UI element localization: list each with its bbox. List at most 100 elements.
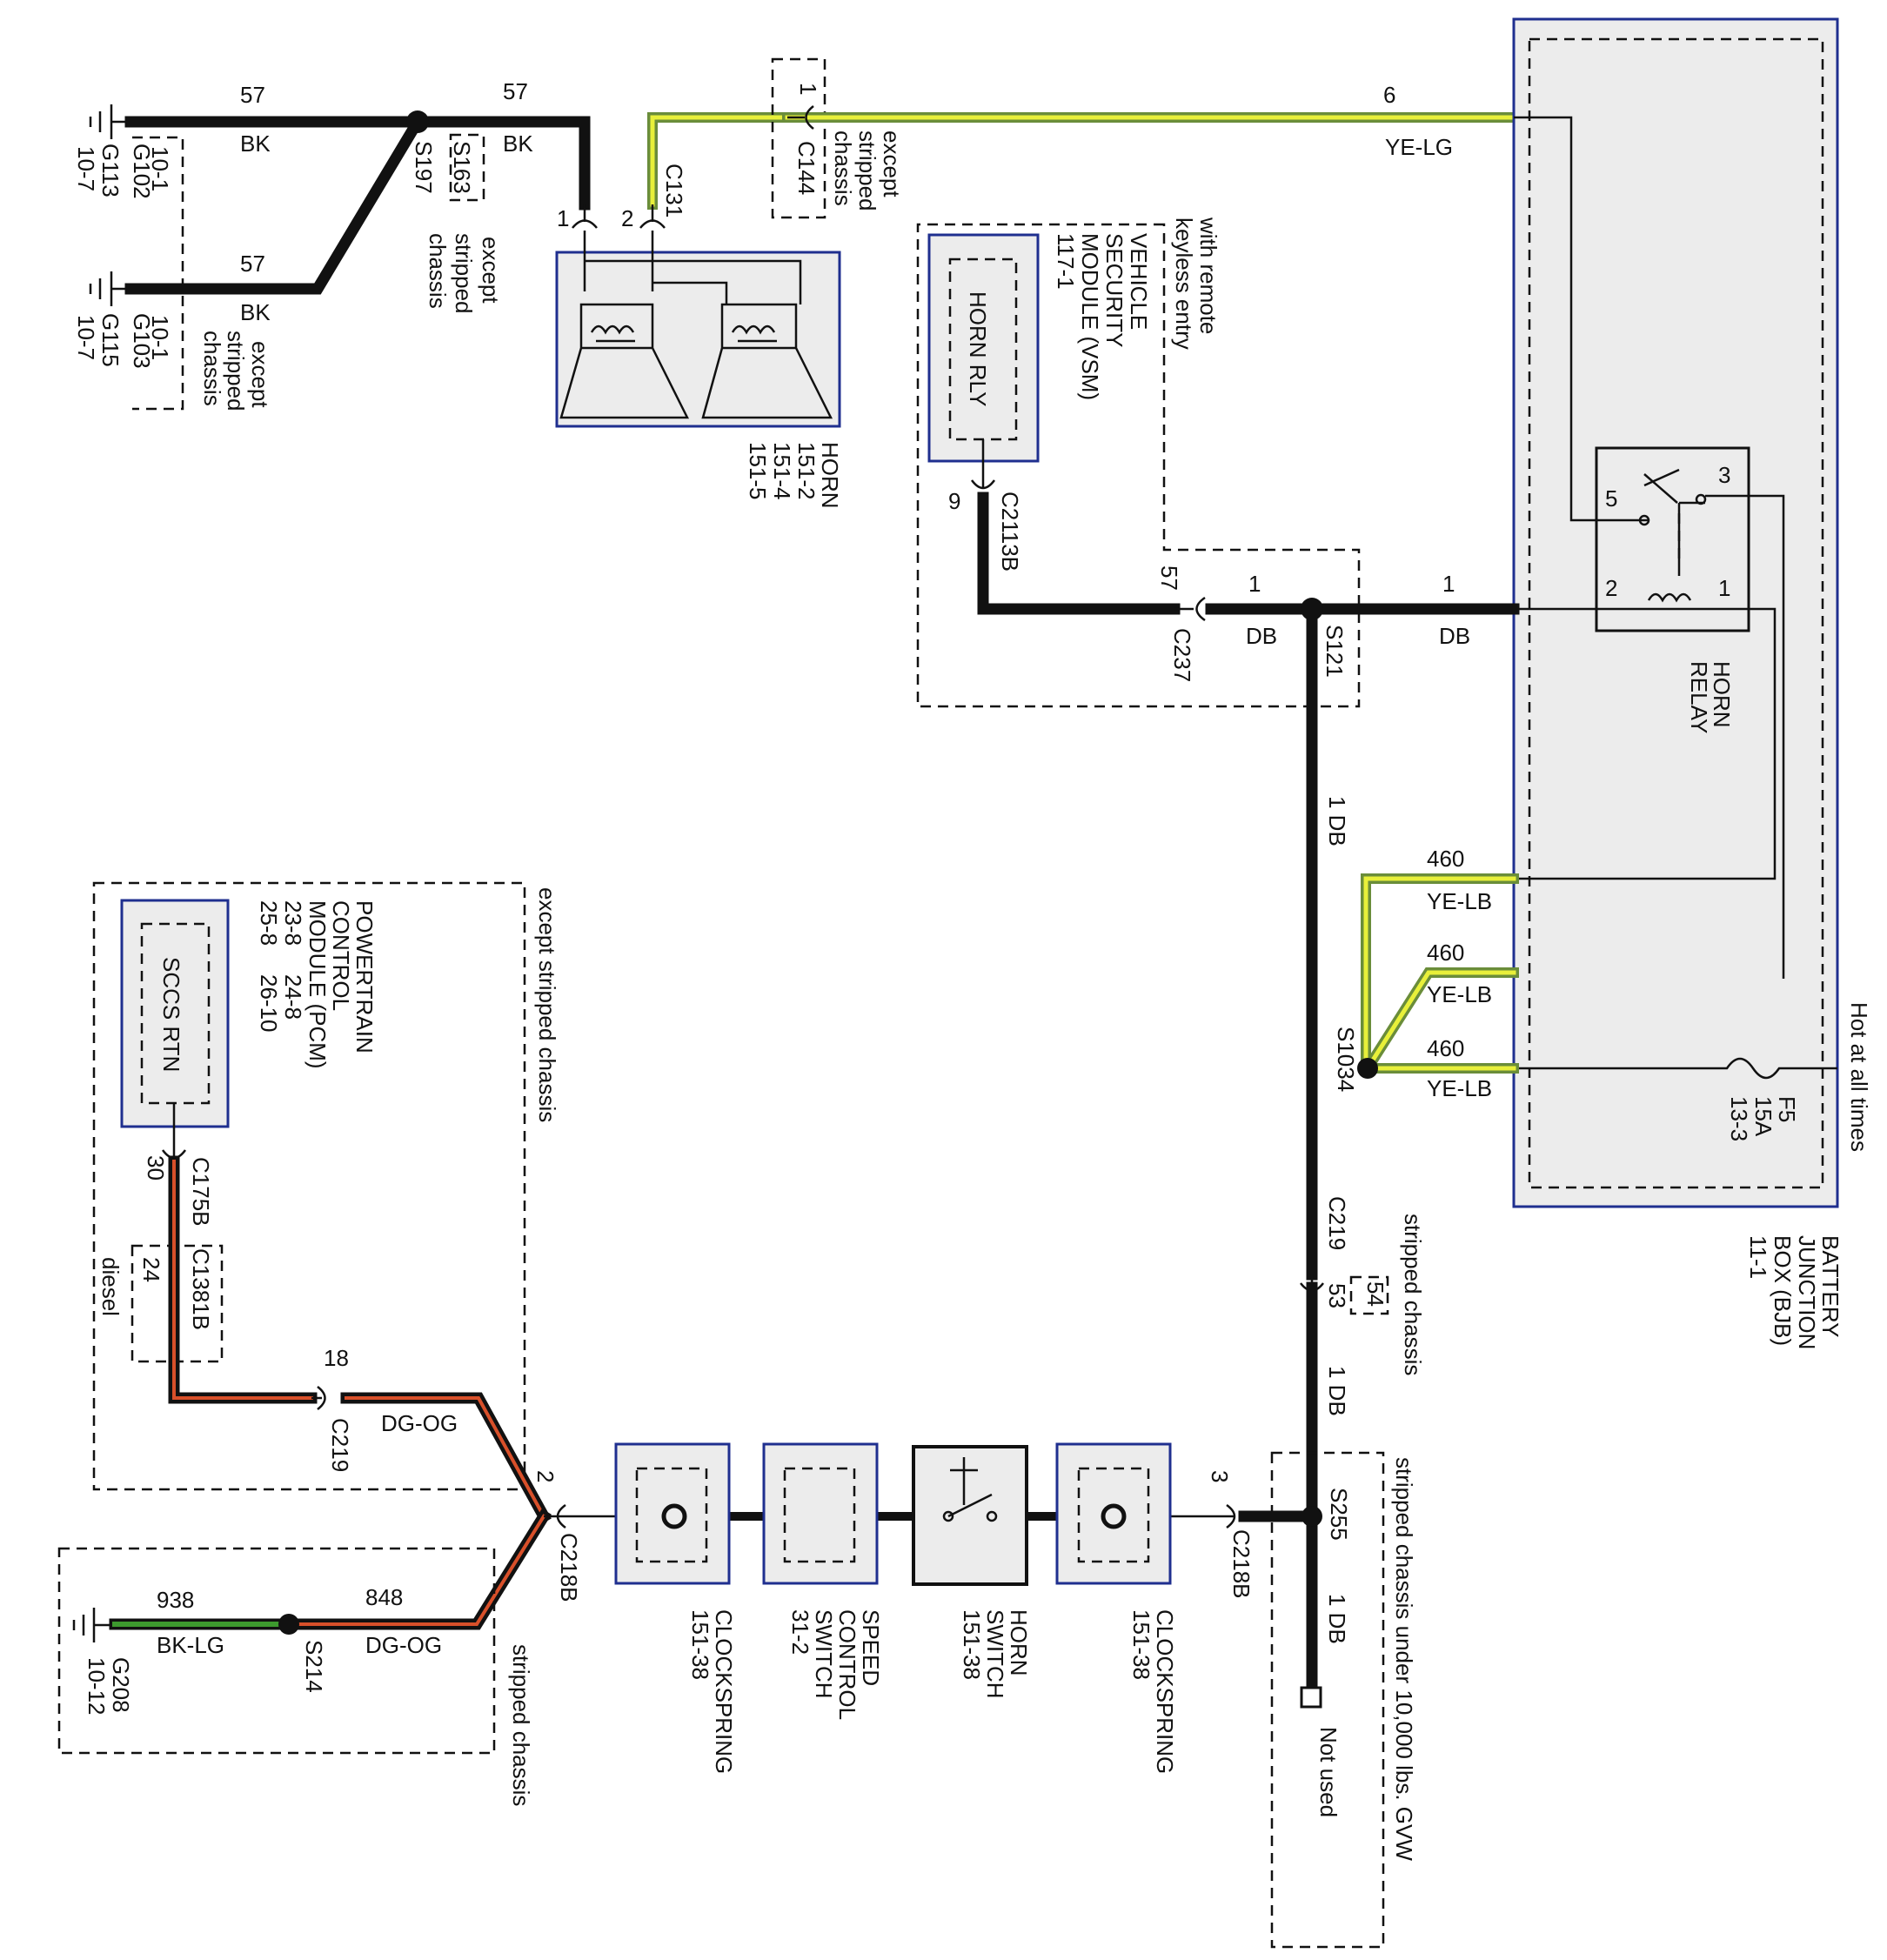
splice-s197-note-2: stripped: [451, 233, 477, 314]
speed-control-switch-inner: [783, 1467, 856, 1563]
bjb-name-1: BATTERY: [1817, 1235, 1844, 1338]
vsm-inner-label: HORN RLY: [965, 291, 991, 406]
connector-c131-pin1-label: 1: [557, 205, 569, 231]
clockspring-right-inner: [1077, 1467, 1150, 1563]
horn-relay-pin5: 5: [1605, 485, 1617, 512]
splice-s197-note-3: chassis: [425, 233, 451, 309]
connector-c131-pin2-label: 2: [621, 205, 633, 231]
vsm-name-3: MODULE (VSM): [1077, 233, 1103, 400]
connector-c237-pin: [1174, 596, 1206, 622]
connector-c237-id: C237: [1169, 628, 1195, 682]
horn-ref-3: 151-5: [745, 442, 771, 500]
wire-57-a-circuit: 57: [240, 82, 265, 108]
connector-c219-right-pin-label: 53: [1324, 1283, 1350, 1308]
speed-control-switch-name-3: SWITCH: [811, 1609, 837, 1699]
connector-c1381b-note: diesel: [97, 1257, 124, 1316]
horn-ref-1: 151-2: [793, 442, 820, 500]
wire-938-color: BK-LG: [157, 1632, 224, 1658]
connector-c144-pin-label: 1: [795, 83, 821, 95]
wire-57-b-circuit: 57: [240, 251, 265, 277]
wire-6-horn-lead-stripe: [650, 115, 790, 207]
ground-g208-page: 10-12: [84, 1657, 110, 1716]
ground-g113-page: 10-7: [73, 146, 99, 191]
horn-relay-internal: [1514, 116, 1785, 979]
horn-relay-pin2: 2: [1605, 575, 1617, 601]
alt-ground-box: [132, 136, 184, 411]
wire-938-circuit: 938: [157, 1587, 194, 1613]
vsm-pin-9-connector: [970, 439, 996, 490]
pcm-inner-box: [140, 922, 211, 1105]
connector-c218b-left-pin: [544, 1503, 566, 1529]
pcm-name-1: POWERTRAIN: [351, 900, 378, 1054]
wire-dg-og-a-color: DG-OG: [381, 1410, 458, 1436]
connector-c219-left-id: C219: [327, 1418, 353, 1472]
connector-c1381b-box: [130, 1244, 224, 1363]
horn-switch-name-2: SWITCH: [982, 1609, 1008, 1699]
vsm-ref: 117-1: [1053, 233, 1079, 290]
connector-c237-pin-label: 57: [1156, 565, 1182, 591]
pcm-ref-a2: 24-8: [280, 974, 306, 1020]
wire-1-vert-b-label: 1 DB: [1324, 1366, 1350, 1416]
splice-s197-note-1: except: [478, 237, 504, 304]
horn-coil-right: [731, 324, 777, 343]
connector-c144-note-1: except: [879, 130, 905, 197]
fuse-f5: [1366, 1057, 1837, 1080]
bjb-name-2: JUNCTION: [1794, 1235, 1820, 1349]
wire-57-b-color: BK: [240, 299, 271, 325]
splice-s197-alt-id: S163: [449, 141, 475, 194]
horn-switch-name-1: HORN: [1006, 1609, 1032, 1676]
speed-control-switch-box: [762, 1442, 879, 1585]
connector-c219-left-pin: [311, 1386, 326, 1410]
clockspring-left-name: CLOCKSPRING: [711, 1609, 737, 1774]
wire-dg-og-pcm-stripe: [172, 1160, 313, 1400]
wire-57-c-color: BK: [503, 130, 533, 157]
splice-s1034-dot: [1357, 1058, 1378, 1079]
wire-1-b-color: DB: [1439, 623, 1470, 649]
vsm-qual-2: keyless entry: [1171, 217, 1197, 350]
s255-dashed-region: [1270, 1451, 1385, 1949]
wire-460-a-color: YE-LB: [1427, 888, 1492, 914]
clockspring-left-inner: [635, 1467, 708, 1563]
wire-460-c-circuit: 460: [1427, 1035, 1464, 1061]
ground-g115-alt-id: G103: [129, 313, 155, 369]
horn-switch-ref: 151-38: [959, 1609, 985, 1680]
wire-57-b: [124, 114, 425, 295]
ground-g115-note-1: except: [247, 341, 273, 408]
splice-s121-id: S121: [1322, 625, 1348, 678]
connector-c219-right-alt-pin: 54: [1362, 1281, 1388, 1307]
vsm-name-1: VEHICLE: [1126, 233, 1152, 330]
wire-460-c-color: YE-LB: [1427, 1075, 1492, 1101]
ground-g115-id: G115: [97, 313, 124, 367]
wire-6-circuit: 6: [1383, 82, 1395, 108]
speed-control-switch-ref: 31-2: [787, 1609, 813, 1655]
wire-460-a-stripe: [1363, 876, 1516, 1071]
wire-1-b-circuit: 1: [1442, 571, 1455, 597]
ground-g113-alt-page: 10-1: [147, 146, 173, 191]
horn-switch-symbol: [947, 1457, 993, 1518]
horn-body-right: [701, 303, 833, 419]
horn-relay-name-1: HORN: [1709, 661, 1735, 728]
wire-57-c-circuit: 57: [503, 78, 528, 104]
wire-1-vsm: [977, 492, 1181, 615]
vsm-name-2: SECURITY: [1101, 233, 1128, 347]
splice-s214-id: S214: [301, 1640, 327, 1693]
wire-dg-og-b-color: DG-OG: [365, 1632, 442, 1658]
clockspring-left-symbol: [661, 1503, 687, 1529]
ground-g113-alt-id: G102: [129, 144, 155, 199]
bjb-ref: 11-1: [1745, 1235, 1771, 1279]
connector-c131-pin1: [572, 204, 598, 229]
clockspring-right-symbol: [1101, 1503, 1127, 1529]
horn-ref-2: 151-4: [769, 442, 795, 500]
connector-c218b-right-id: C218B: [1228, 1529, 1255, 1599]
wire-1-a-color: DB: [1246, 623, 1277, 649]
horn-relay-contact-3: [1695, 493, 1707, 505]
horn-switch-contact-2: [986, 1510, 998, 1522]
not-used-terminal: [1300, 1686, 1322, 1709]
connector-c144-box: [771, 57, 826, 219]
horn-name: HORN: [817, 442, 843, 509]
connector-c219-alt-box: [1349, 1275, 1389, 1315]
vsm-pin-9: 9: [948, 488, 960, 514]
wire-460-b-stripe: [1364, 970, 1516, 1072]
connector-c144-id: C144: [793, 141, 820, 195]
wire-460-b-color: YE-LB: [1427, 981, 1492, 1007]
